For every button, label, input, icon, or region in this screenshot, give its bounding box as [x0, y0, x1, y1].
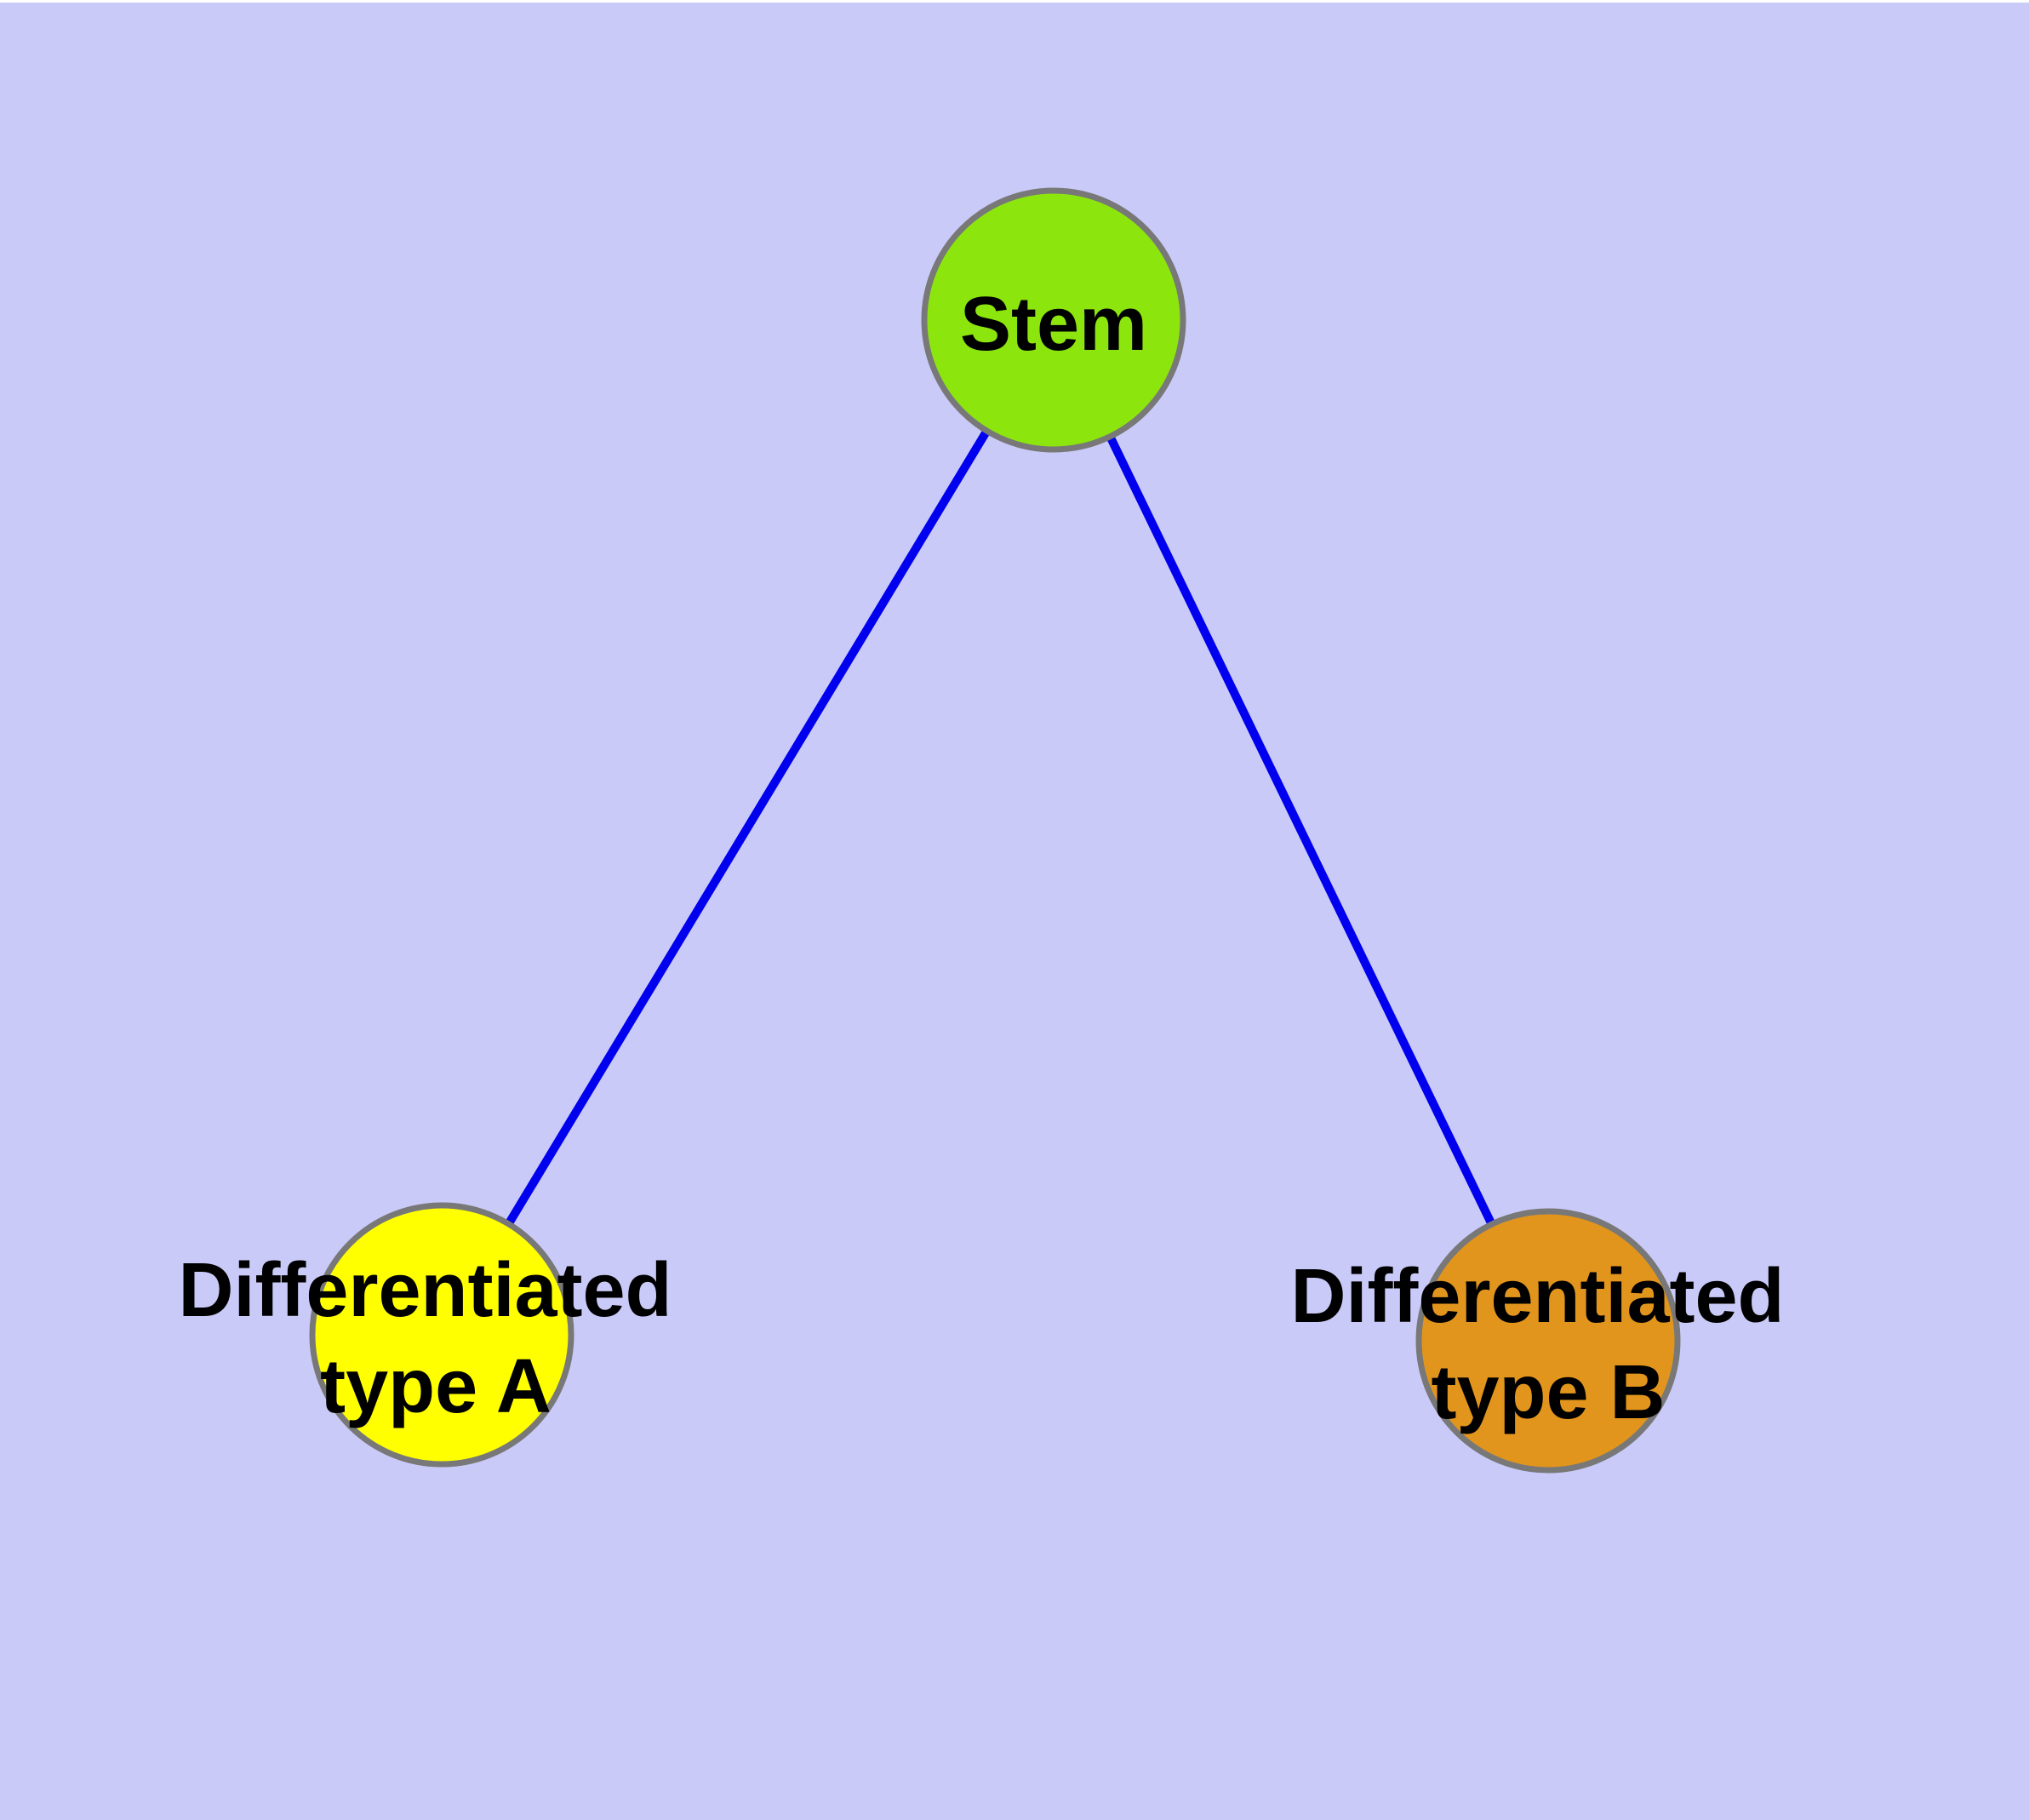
node-type-a-label: Differentiated type A [178, 1248, 693, 1429]
graph-svg: Stem Differentiated type A Differentiate… [178, 187, 1805, 1474]
node-type-a-label-line1: Differentiated [178, 1248, 672, 1333]
node-type-b-label: Differentiated type B [1290, 1254, 1805, 1435]
edge-stem-to-type-b [1049, 318, 1552, 1343]
node-stem-circle [921, 187, 1186, 453]
node-type-b-label-line2: type B [1431, 1350, 1665, 1435]
node-type-b-circle [1415, 1208, 1681, 1474]
edge-stem-to-type-a [437, 318, 1058, 1337]
node-type-a-label-line2: type A [320, 1344, 552, 1429]
node-stem-label: Stem [960, 282, 1147, 367]
node-type-b-label-line1: Differentiated [1290, 1254, 1784, 1339]
node-type-a-circle [309, 1202, 574, 1468]
